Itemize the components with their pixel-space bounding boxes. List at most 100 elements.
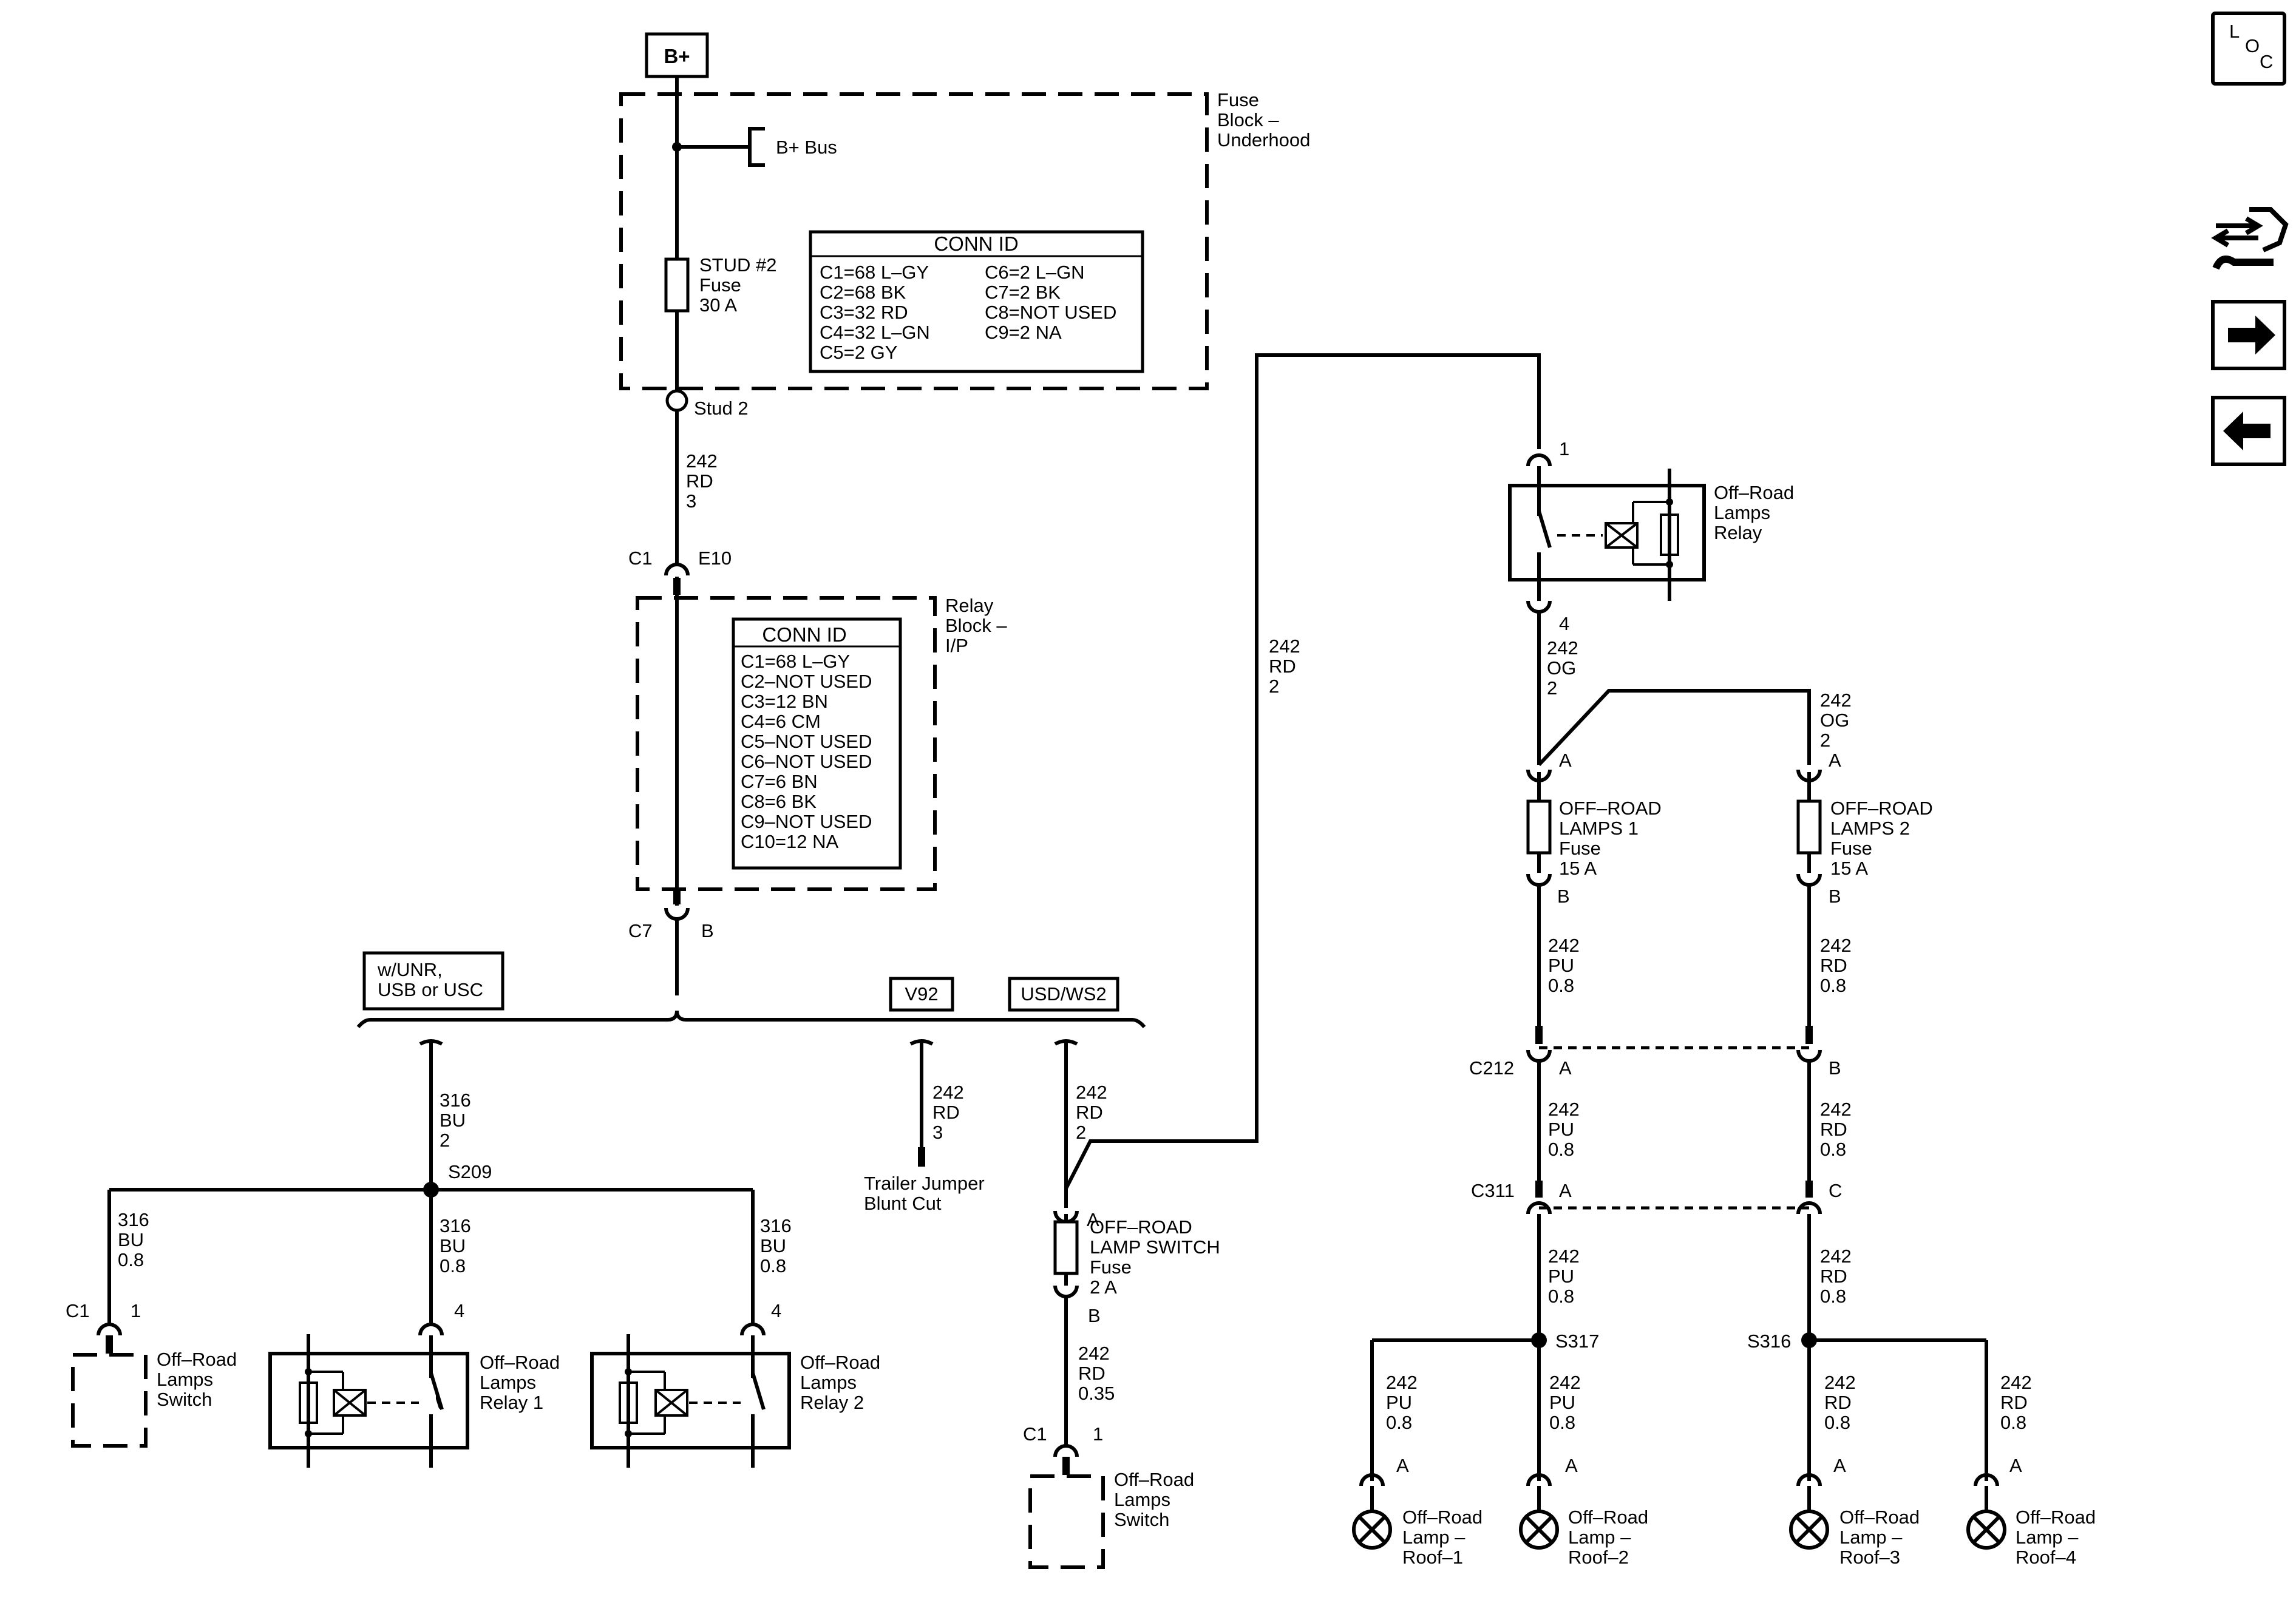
relay-conn-list: C1=68 L–GY C2–NOT USED C3=12 BN C4=6 CM … <box>741 651 877 852</box>
stud-terminal <box>665 389 688 412</box>
stud-fuse-label: STUD #2 Fuse 30 A <box>699 254 782 316</box>
fuse-feed-wire <box>1537 689 1811 767</box>
wire-label-to-relay1: 316 BU 0.8 <box>440 1215 476 1276</box>
fuse2-symbol <box>1796 799 1822 855</box>
fuse-conn-id-title: CONN ID <box>934 232 1018 255</box>
wire-label-rd-low: 242 RD 0.8 <box>1820 1246 1856 1307</box>
wire-label-main: 242 RD 3 <box>686 450 722 512</box>
relay-main-label: Off–Road Lamps Relay <box>1714 482 1799 543</box>
fuse1-symbol <box>1526 799 1552 855</box>
bplus-label: B+ <box>664 45 690 67</box>
fuse1-pin-b: B <box>1557 886 1570 907</box>
lamp4-label: Off–Road Lamp – Roof–4 <box>2016 1507 2101 1568</box>
center-switch-label: Off–Road Lamps Switch <box>1114 1469 1200 1530</box>
wire-label-trailer: 242 RD 3 <box>932 1082 969 1143</box>
c212-label: C212 <box>1469 1057 1514 1079</box>
connector-c1-e10 <box>664 563 690 576</box>
lamp3-pin-a: A <box>1833 1455 1846 1476</box>
switch-fuse-label: OFF–ROAD LAMP SWITCH Fuse 2 A <box>1090 1216 1225 1298</box>
wire-label-usd-branch: 242 RD 2 <box>1076 1082 1112 1143</box>
wire-label-rd-mid: 242 RD 0.8 <box>1820 1099 1856 1160</box>
lamp3-symbol <box>1789 1486 1829 1550</box>
fuse2-pin-a: A <box>1829 750 1841 771</box>
wire-label-lamp3: 242 RD 0.8 <box>1824 1372 1861 1433</box>
option-v92-box <box>889 977 954 1012</box>
lamp2-symbol <box>1519 1486 1559 1550</box>
bus-bracket <box>748 127 765 167</box>
wire-label-left-branch: 316 BU 2 <box>440 1090 476 1151</box>
stud-label: Stud 2 <box>694 398 749 419</box>
wire-label-rd-top: 242 RD 0.8 <box>1820 935 1856 996</box>
relay2-label: Off–Road Lamps Relay 2 <box>800 1352 886 1413</box>
center-switch-c1: C1 <box>1023 1423 1047 1445</box>
option-unr-box <box>362 951 504 1011</box>
svg-text:C: C <box>2260 51 2273 72</box>
c311-pin-c: C <box>1829 1180 1842 1201</box>
fuse-conn-right: C6=2 L–GN C7=2 BK C8=NOT USED C9=2 NA <box>985 262 1122 343</box>
fuse-conn-id-table <box>809 230 1144 373</box>
switch-fuse-symbol <box>1053 1220 1079 1275</box>
fuse-conn-left: C1=68 L–GY C2=68 BK C3=32 RD C4=32 L–GN … <box>820 262 935 363</box>
wire-label-relay-out: 242 OG 2 <box>1547 637 1583 699</box>
relay-main-symbol <box>1508 466 1706 601</box>
left-switch-label: Off–Road Lamps Switch <box>157 1349 242 1410</box>
svg-text:O: O <box>2245 35 2260 56</box>
arrow-right-icon <box>2228 316 2275 354</box>
relay-block-title: Relay Block – I/P <box>945 595 1012 656</box>
splice-s316-label: S316 <box>1747 1331 1791 1352</box>
option-usd-label: USD/WS2 <box>1021 983 1106 1005</box>
stud-fuse-symbol <box>664 257 690 313</box>
svg-text:L: L <box>2229 21 2240 42</box>
option-bus <box>356 1010 1146 1028</box>
c212-pin-b: B <box>1829 1057 1841 1079</box>
lamp4-symbol <box>1966 1486 2006 1550</box>
lamp2-pin-a: A <box>1565 1455 1578 1476</box>
lamp3-label: Off–Road Lamp – Roof–3 <box>1839 1507 1925 1568</box>
switch-fuse-pin-a: A <box>1087 1209 1099 1230</box>
c311-pin-a: A <box>1559 1180 1572 1201</box>
wire-label-pu-top: 242 PU 0.8 <box>1548 935 1584 996</box>
bus-label: B+ Bus <box>776 137 837 158</box>
relay-conn-id-table <box>732 617 902 870</box>
wire-label-lamp2: 242 PU 0.8 <box>1549 1372 1586 1433</box>
component-tools-icon[interactable] <box>2211 207 2289 270</box>
wire-label-lamp4: 242 RD 0.8 <box>2000 1372 2037 1433</box>
relay-main-pin4: 4 <box>1559 613 1569 634</box>
lamp2-label: Off–Road Lamp – Roof–2 <box>1568 1507 1654 1568</box>
fuse-block-title: Fuse Block – Underhood <box>1217 89 1310 151</box>
relay-block-b-label: B <box>701 920 714 941</box>
next-page-button[interactable] <box>2211 300 2286 370</box>
fuse2-label: OFF–ROAD LAMPS 2 Fuse 15 A <box>1830 798 1938 879</box>
left-switch-c1: C1 <box>66 1300 90 1321</box>
center-switch-outline <box>1028 1474 1105 1569</box>
relay-block-c1-label: C1 <box>628 547 653 569</box>
wire-label-long-run: 242 RD 2 <box>1269 636 1305 697</box>
relay-conn-id-title: CONN ID <box>762 623 846 646</box>
fuse1-label: OFF–ROAD LAMPS 1 Fuse 15 A <box>1559 798 1666 879</box>
c311-label: C311 <box>1471 1180 1515 1201</box>
relay1-pin4: 4 <box>454 1300 464 1321</box>
lamp1-pin-a: A <box>1396 1455 1409 1476</box>
c212-pin-a: A <box>1559 1057 1572 1079</box>
trailer-label: Trailer Jumper Blunt Cut <box>864 1173 990 1214</box>
splice-s209-label: S209 <box>448 1161 492 1182</box>
lamp1-symbol <box>1352 1486 1392 1550</box>
option-v92-label: V92 <box>905 983 938 1005</box>
lamp4-pin-a: A <box>2009 1455 2022 1476</box>
relay2-symbol <box>590 1334 791 1468</box>
relay1-label: Off–Road Lamps Relay 1 <box>480 1352 565 1413</box>
wire-label-fuse2-feed: 242 OG 2 <box>1820 690 1856 751</box>
locator-button[interactable]: L O C <box>2211 12 2286 86</box>
previous-page-button[interactable] <box>2211 396 2286 466</box>
long-run-wire <box>1064 353 1541 1190</box>
left-switch-pin1: 1 <box>131 1300 141 1321</box>
option-usd-box <box>1008 977 1119 1012</box>
left-switch-outline <box>71 1353 148 1448</box>
fuse2-pin-b: B <box>1829 886 1841 907</box>
wire-label-switch-feed: 242 RD 0.35 <box>1078 1343 1115 1404</box>
lamp1-label: Off–Road Lamp – Roof–1 <box>1402 1507 1488 1568</box>
wire-label-to-switch: 316 BU 0.8 <box>118 1209 154 1270</box>
center-switch-pin1: 1 <box>1093 1423 1103 1445</box>
fuse-block-outline <box>619 92 1209 390</box>
switch-fuse-pin-b: B <box>1088 1305 1101 1326</box>
